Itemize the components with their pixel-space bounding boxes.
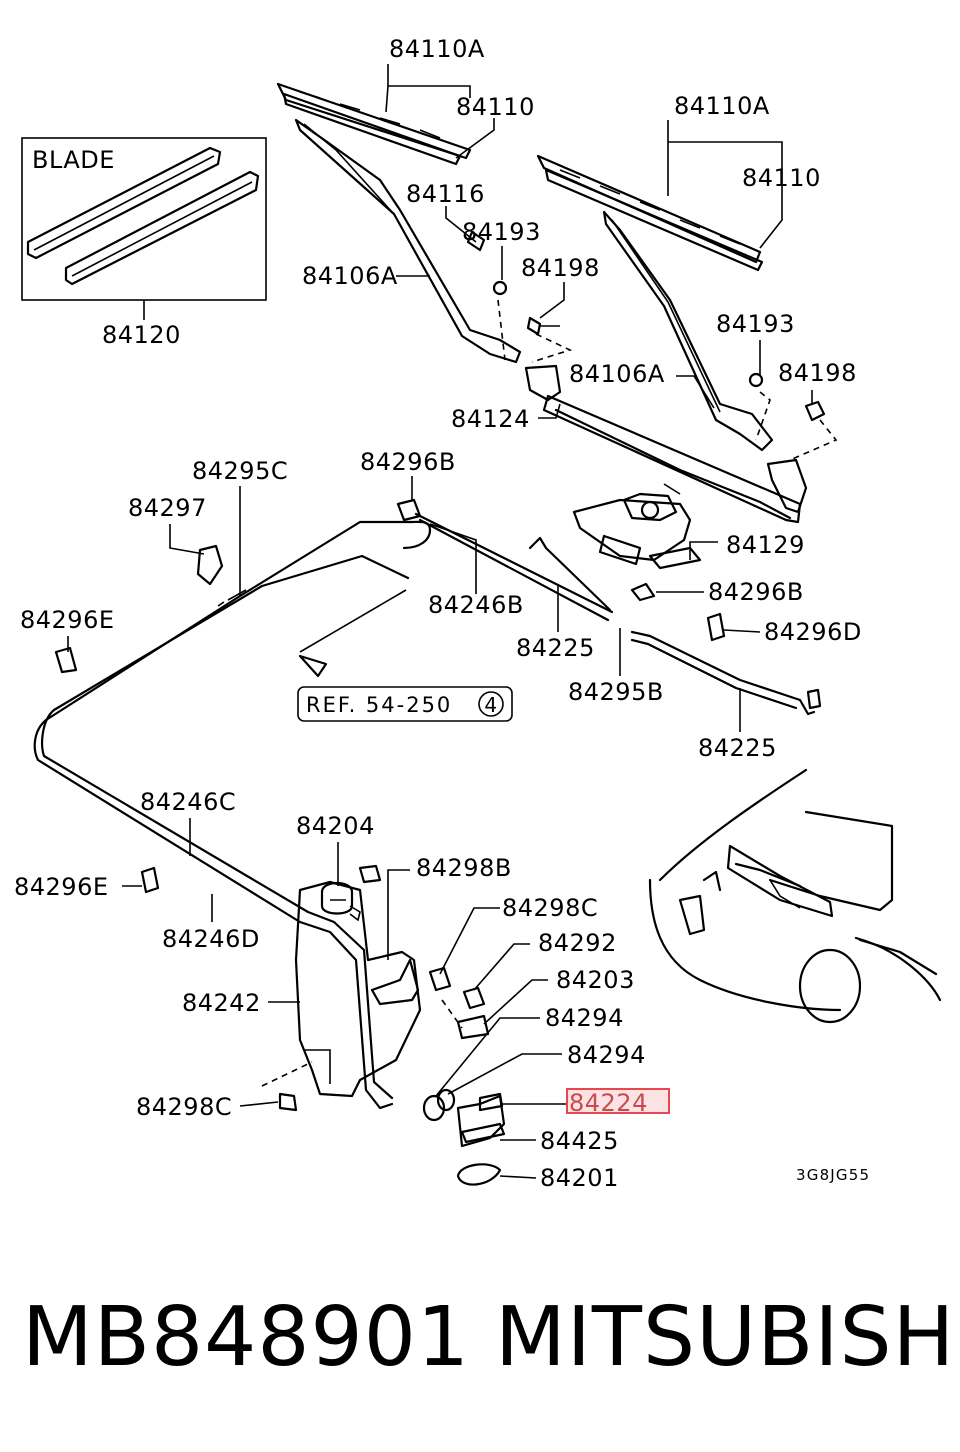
part-labels: 84110A 84110 84110A 84110 84116 84193 84… — [14, 35, 870, 1192]
wiper-motor — [572, 483, 702, 602]
label-84193-left: 84193 — [462, 218, 541, 246]
label-84246C: 84246C — [140, 788, 236, 816]
label-84298B: 84298B — [416, 854, 512, 882]
label-84106A-left: 84106A — [302, 262, 398, 290]
label-84203: 84203 — [556, 966, 635, 994]
drawing-code: 3G8JG55 — [796, 1166, 870, 1184]
label-84425: 84425 — [540, 1127, 619, 1155]
label-84292: 84292 — [538, 929, 617, 957]
reference-text: REF. 54-250 — [306, 693, 452, 717]
label-84242: 84242 — [182, 989, 261, 1017]
washer-tank — [261, 864, 490, 1112]
part-number: MB848901 — [22, 1290, 471, 1385]
brand-name: MITSUBISHI — [495, 1290, 960, 1385]
label-84246D: 84246D — [162, 925, 260, 953]
wiper-linkage — [524, 364, 808, 524]
label-84294-bottom: 84294 — [567, 1041, 646, 1069]
right-wiper-assembly — [536, 154, 838, 461]
label-84106A-right: 84106A — [569, 360, 665, 388]
car-location-sketch — [648, 768, 942, 1024]
reference-box: REF. 54-250 4 — [297, 686, 513, 722]
label-84296B-top: 84296B — [360, 448, 456, 476]
label-84198-left: 84198 — [521, 254, 600, 282]
label-84297: 84297 — [128, 494, 207, 522]
label-84116: 84116 — [406, 180, 485, 208]
label-84110A-right: 84110A — [674, 92, 770, 120]
label-84110-right: 84110 — [742, 164, 821, 192]
label-84110A-left: 84110A — [389, 35, 485, 63]
reference-circle-number: 4 — [484, 693, 497, 717]
label-84124: 84124 — [451, 405, 530, 433]
label-84296B-mid: 84296B — [708, 578, 804, 606]
label-84294-top: 84294 — [545, 1004, 624, 1032]
washer-hoses — [33, 498, 822, 1110]
label-84225-top: 84225 — [516, 634, 595, 662]
leader-lines — [67, 64, 813, 1179]
label-84246B: 84246B — [428, 591, 524, 619]
label-84193-right: 84193 — [716, 310, 795, 338]
label-84198-right: 84198 — [778, 359, 857, 387]
left-wiper-assembly — [276, 82, 573, 364]
label-84296E-top: 84296E — [20, 606, 115, 634]
label-84204: 84204 — [296, 812, 375, 840]
label-84224: 84224 — [569, 1089, 648, 1117]
footer: MB848901 MITSUBISHI — [0, 1290, 960, 1400]
parts-diagram: BLADE — [14, 35, 942, 1192]
label-84296D: 84296D — [764, 618, 862, 646]
blade-inset: BLADE — [21, 137, 267, 320]
highlight-84224 — [566, 1088, 670, 1114]
label-84120: 84120 — [102, 321, 181, 349]
label-84110-left: 84110 — [456, 93, 535, 121]
label-84129: 84129 — [726, 531, 805, 559]
label-84296E-bottom: 84296E — [14, 873, 109, 901]
blade-inset-label: BLADE — [32, 146, 115, 174]
label-84225-bottom: 84225 — [698, 734, 777, 762]
label-84298C-top: 84298C — [502, 894, 598, 922]
label-84295C: 84295C — [192, 457, 288, 485]
label-84295B: 84295B — [568, 678, 664, 706]
label-84298C-bottom: 84298C — [136, 1093, 232, 1121]
label-84201: 84201 — [540, 1164, 619, 1192]
washer-pump — [422, 1088, 506, 1186]
